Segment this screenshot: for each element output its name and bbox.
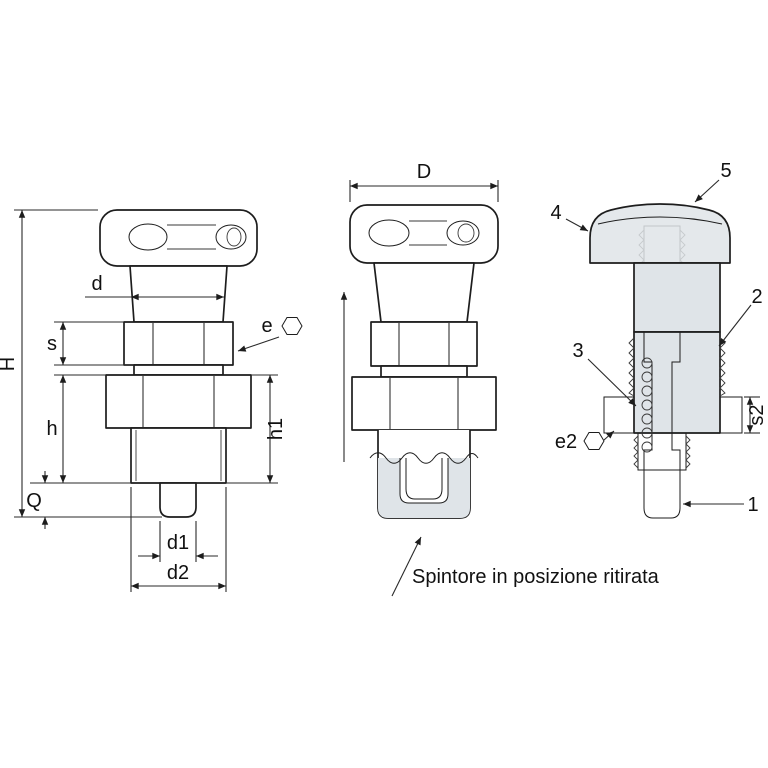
leader-line-e bbox=[237, 336, 280, 352]
plunger-pin-section bbox=[643, 331, 681, 519]
front-view-dimensions: D bbox=[340, 161, 499, 462]
leader-line-e2 bbox=[603, 430, 615, 441]
collar bbox=[133, 364, 224, 376]
leader-line-3 bbox=[587, 358, 637, 407]
dim-label-e2: e2 bbox=[555, 431, 577, 453]
part-label-1: 1 bbox=[747, 494, 758, 516]
part-label-2: 2 bbox=[751, 286, 762, 308]
nut-block-right bbox=[719, 396, 743, 434]
hexagon-icon bbox=[583, 432, 605, 450]
dim-label-h: h bbox=[46, 418, 57, 440]
hex-nut-small bbox=[123, 321, 234, 366]
threaded-sleeve bbox=[130, 427, 227, 484]
hexagon-icon bbox=[281, 317, 303, 335]
part-label-5: 5 bbox=[720, 160, 731, 182]
leader-line-2 bbox=[718, 304, 752, 347]
neck bbox=[373, 262, 475, 323]
plunger-pin bbox=[159, 482, 197, 518]
sleeve-wall-shading bbox=[378, 458, 470, 518]
knob-outline bbox=[99, 209, 258, 267]
dim-label-d2: d2 bbox=[167, 562, 189, 584]
hex-nut-large bbox=[105, 374, 252, 429]
leader-line-5 bbox=[694, 179, 720, 203]
dim-label-d1: d1 bbox=[167, 532, 189, 554]
knob-outline bbox=[349, 204, 499, 264]
dim-label-e: e bbox=[261, 315, 272, 337]
annotation-retracted-position: Spintore in posizione ritirata bbox=[412, 566, 660, 588]
annotation-leader bbox=[391, 536, 422, 597]
spring-coils bbox=[641, 357, 653, 453]
dim-label-Q: Q bbox=[26, 490, 42, 512]
dim-label-D: D bbox=[417, 161, 431, 183]
retracted-pin bbox=[405, 458, 443, 500]
dim-label-d: d bbox=[91, 273, 102, 295]
break-line bbox=[369, 452, 479, 464]
part-label-3: 3 bbox=[572, 340, 583, 362]
front-view: D Spintore in posizione ritirata bbox=[340, 161, 660, 597]
hex-nut-small bbox=[370, 321, 478, 367]
dim-label-H: H bbox=[0, 357, 19, 371]
section-view: 5 4 2 3 1 e2 s2 bbox=[550, 160, 768, 519]
collar bbox=[380, 365, 468, 378]
dim-label-s: s bbox=[47, 333, 57, 355]
knob-slot-right bbox=[446, 220, 480, 246]
part-label-4: 4 bbox=[550, 202, 561, 224]
knob-slot-right bbox=[215, 224, 247, 250]
hex-nut-large bbox=[351, 376, 497, 431]
side-view-dimensions: H Q s h d d1 d2 h1 e bbox=[0, 209, 303, 592]
knob-skirt bbox=[633, 262, 721, 333]
knob-head bbox=[589, 203, 731, 264]
knob-slot-left bbox=[128, 223, 168, 251]
nut-block-left bbox=[603, 396, 635, 434]
knob-slot-left bbox=[368, 219, 410, 247]
section-view-callouts: 5 4 2 3 1 e2 s2 bbox=[550, 160, 768, 516]
side-view: H Q s h d d1 d2 h1 e bbox=[0, 209, 303, 592]
leader-line-4 bbox=[565, 218, 589, 232]
neck bbox=[129, 265, 228, 323]
dim-label-s2: s2 bbox=[746, 404, 768, 425]
sleeve-body bbox=[633, 331, 721, 434]
dim-label-h1: h1 bbox=[265, 418, 287, 440]
